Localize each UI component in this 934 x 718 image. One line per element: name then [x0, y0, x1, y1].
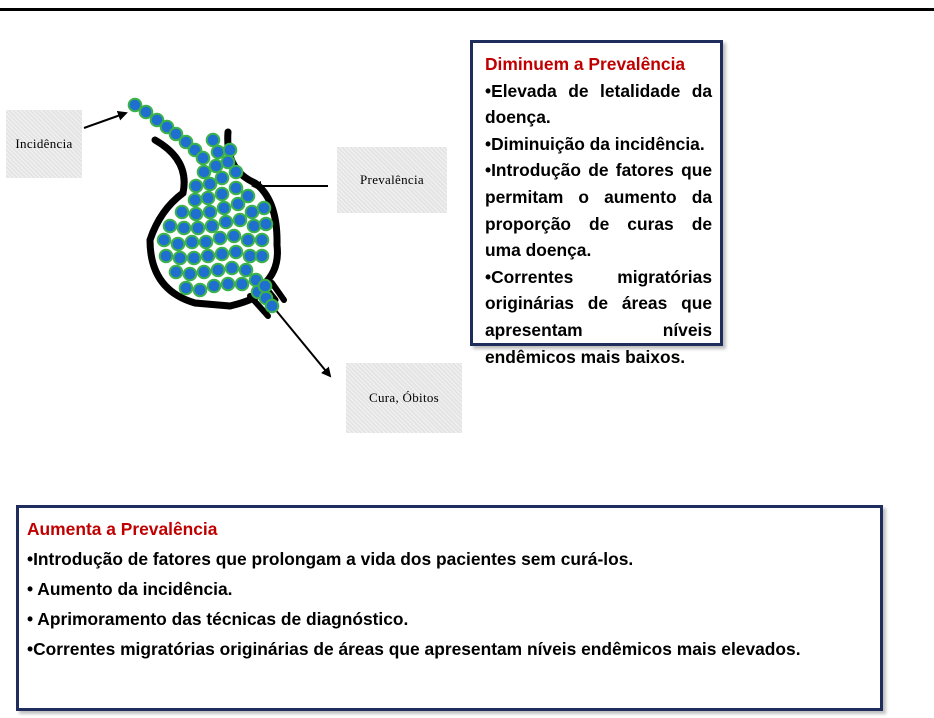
dot-icon: [174, 204, 190, 220]
dot-icon: [212, 230, 228, 246]
increase-item: • Aumento da incidência.: [27, 579, 233, 599]
dot-icon: [200, 248, 216, 264]
decrease-prevalence-box: Diminuem a Prevalência •Elevada de letal…: [470, 40, 723, 367]
dot-icon: [196, 164, 212, 180]
decrease-item: •Correntes migratórias originárias de ár…: [485, 266, 712, 367]
dot-icon: [172, 250, 188, 266]
dot-icon: [240, 188, 256, 204]
dot-icon: [178, 134, 194, 150]
prevalence-label: Prevalência: [337, 147, 447, 213]
dot-icon: [230, 196, 246, 212]
outlet-wall-left: [247, 293, 271, 319]
dot-icon: [228, 164, 244, 180]
dot-icon: [187, 192, 203, 208]
dot-icon: [156, 232, 172, 248]
dot-icon: [210, 262, 226, 278]
decrease-box-title: Diminuem a Prevalência: [485, 54, 686, 74]
vessel-left-wall: [146, 136, 234, 310]
dot-icon: [190, 220, 206, 236]
dot-icon: [168, 264, 184, 280]
dot-icon: [205, 132, 221, 148]
dot-icon: [254, 232, 270, 248]
dot-icon: [234, 276, 250, 292]
increase-prevalence-box: Aumenta a Prevalência •Introdução de fat…: [16, 505, 883, 711]
decrease-item: •Elevada de letalidade da doença.: [485, 80, 712, 128]
dot-icon: [188, 178, 204, 194]
dot-icon: [184, 234, 200, 250]
dot-icon: [170, 236, 186, 252]
blue-dots-cluster-icon: [127, 97, 280, 314]
dot-icon: [222, 142, 238, 158]
dot-icon: [202, 176, 218, 192]
decrease-item: •Introdução de fatores que permitam o au…: [485, 160, 712, 261]
dot-icon: [246, 218, 262, 234]
dot-icon: [149, 112, 165, 128]
dot-icon: [264, 298, 280, 314]
dot-icon: [176, 220, 192, 236]
dot-icon: [188, 206, 204, 222]
dot-icon: [220, 276, 236, 292]
dot-icon: [214, 246, 230, 262]
dot-icon: [182, 266, 198, 282]
dot-icon: [226, 228, 242, 244]
dot-icon: [202, 204, 218, 220]
dot-icon: [238, 262, 254, 278]
outlet-wall-right: [269, 280, 287, 303]
increase-item: •Introdução de fatores que prolongam a v…: [27, 549, 634, 569]
dot-icon: [240, 232, 256, 248]
increase-item: • Aprimoramento das técnicas de diagnóst…: [27, 609, 409, 629]
dot-icon: [228, 244, 244, 260]
dot-icon: [224, 260, 240, 276]
dot-icon: [257, 278, 273, 294]
dot-icon: [208, 158, 224, 174]
dot-icon: [200, 190, 216, 206]
dot-icon: [256, 200, 272, 216]
dot-icon: [206, 278, 222, 294]
dot-icon: [198, 234, 214, 250]
dot-icon: [138, 104, 154, 120]
dot-icon: [214, 170, 230, 186]
outcome-label: Cura, Óbitos: [346, 363, 462, 433]
dot-icon: [244, 204, 260, 220]
dot-icon: [228, 180, 244, 196]
incidence-label: Incidência: [6, 110, 82, 178]
dot-icon: [196, 264, 212, 280]
increase-box-title: Aumenta a Prevalência: [27, 519, 218, 539]
increase-item: •Correntes migratórias originárias de ár…: [27, 639, 801, 659]
dot-icon: [218, 214, 234, 230]
dot-icon: [232, 212, 248, 228]
dot-icon: [162, 218, 178, 234]
dot-icon: [192, 282, 208, 298]
top-rule: [0, 8, 934, 11]
dot-icon: [254, 248, 270, 264]
dot-icon: [210, 144, 226, 160]
dot-icon: [158, 248, 174, 264]
dot-icon: [216, 200, 232, 216]
dot-icon: [204, 218, 220, 234]
dot-icon: [195, 150, 211, 166]
dot-icon: [178, 280, 194, 296]
decrease-item: •Diminuição da incidência.: [485, 133, 705, 154]
dot-icon: [220, 154, 236, 170]
incidence-arrow: [83, 110, 128, 129]
dot-icon: [186, 250, 202, 266]
dot-icon: [242, 248, 258, 264]
dot-icon: [258, 216, 274, 232]
dot-icon: [214, 186, 230, 202]
outcome-arrow: [269, 302, 332, 378]
dot-icon: [168, 126, 184, 142]
dot-icon: [127, 97, 143, 113]
